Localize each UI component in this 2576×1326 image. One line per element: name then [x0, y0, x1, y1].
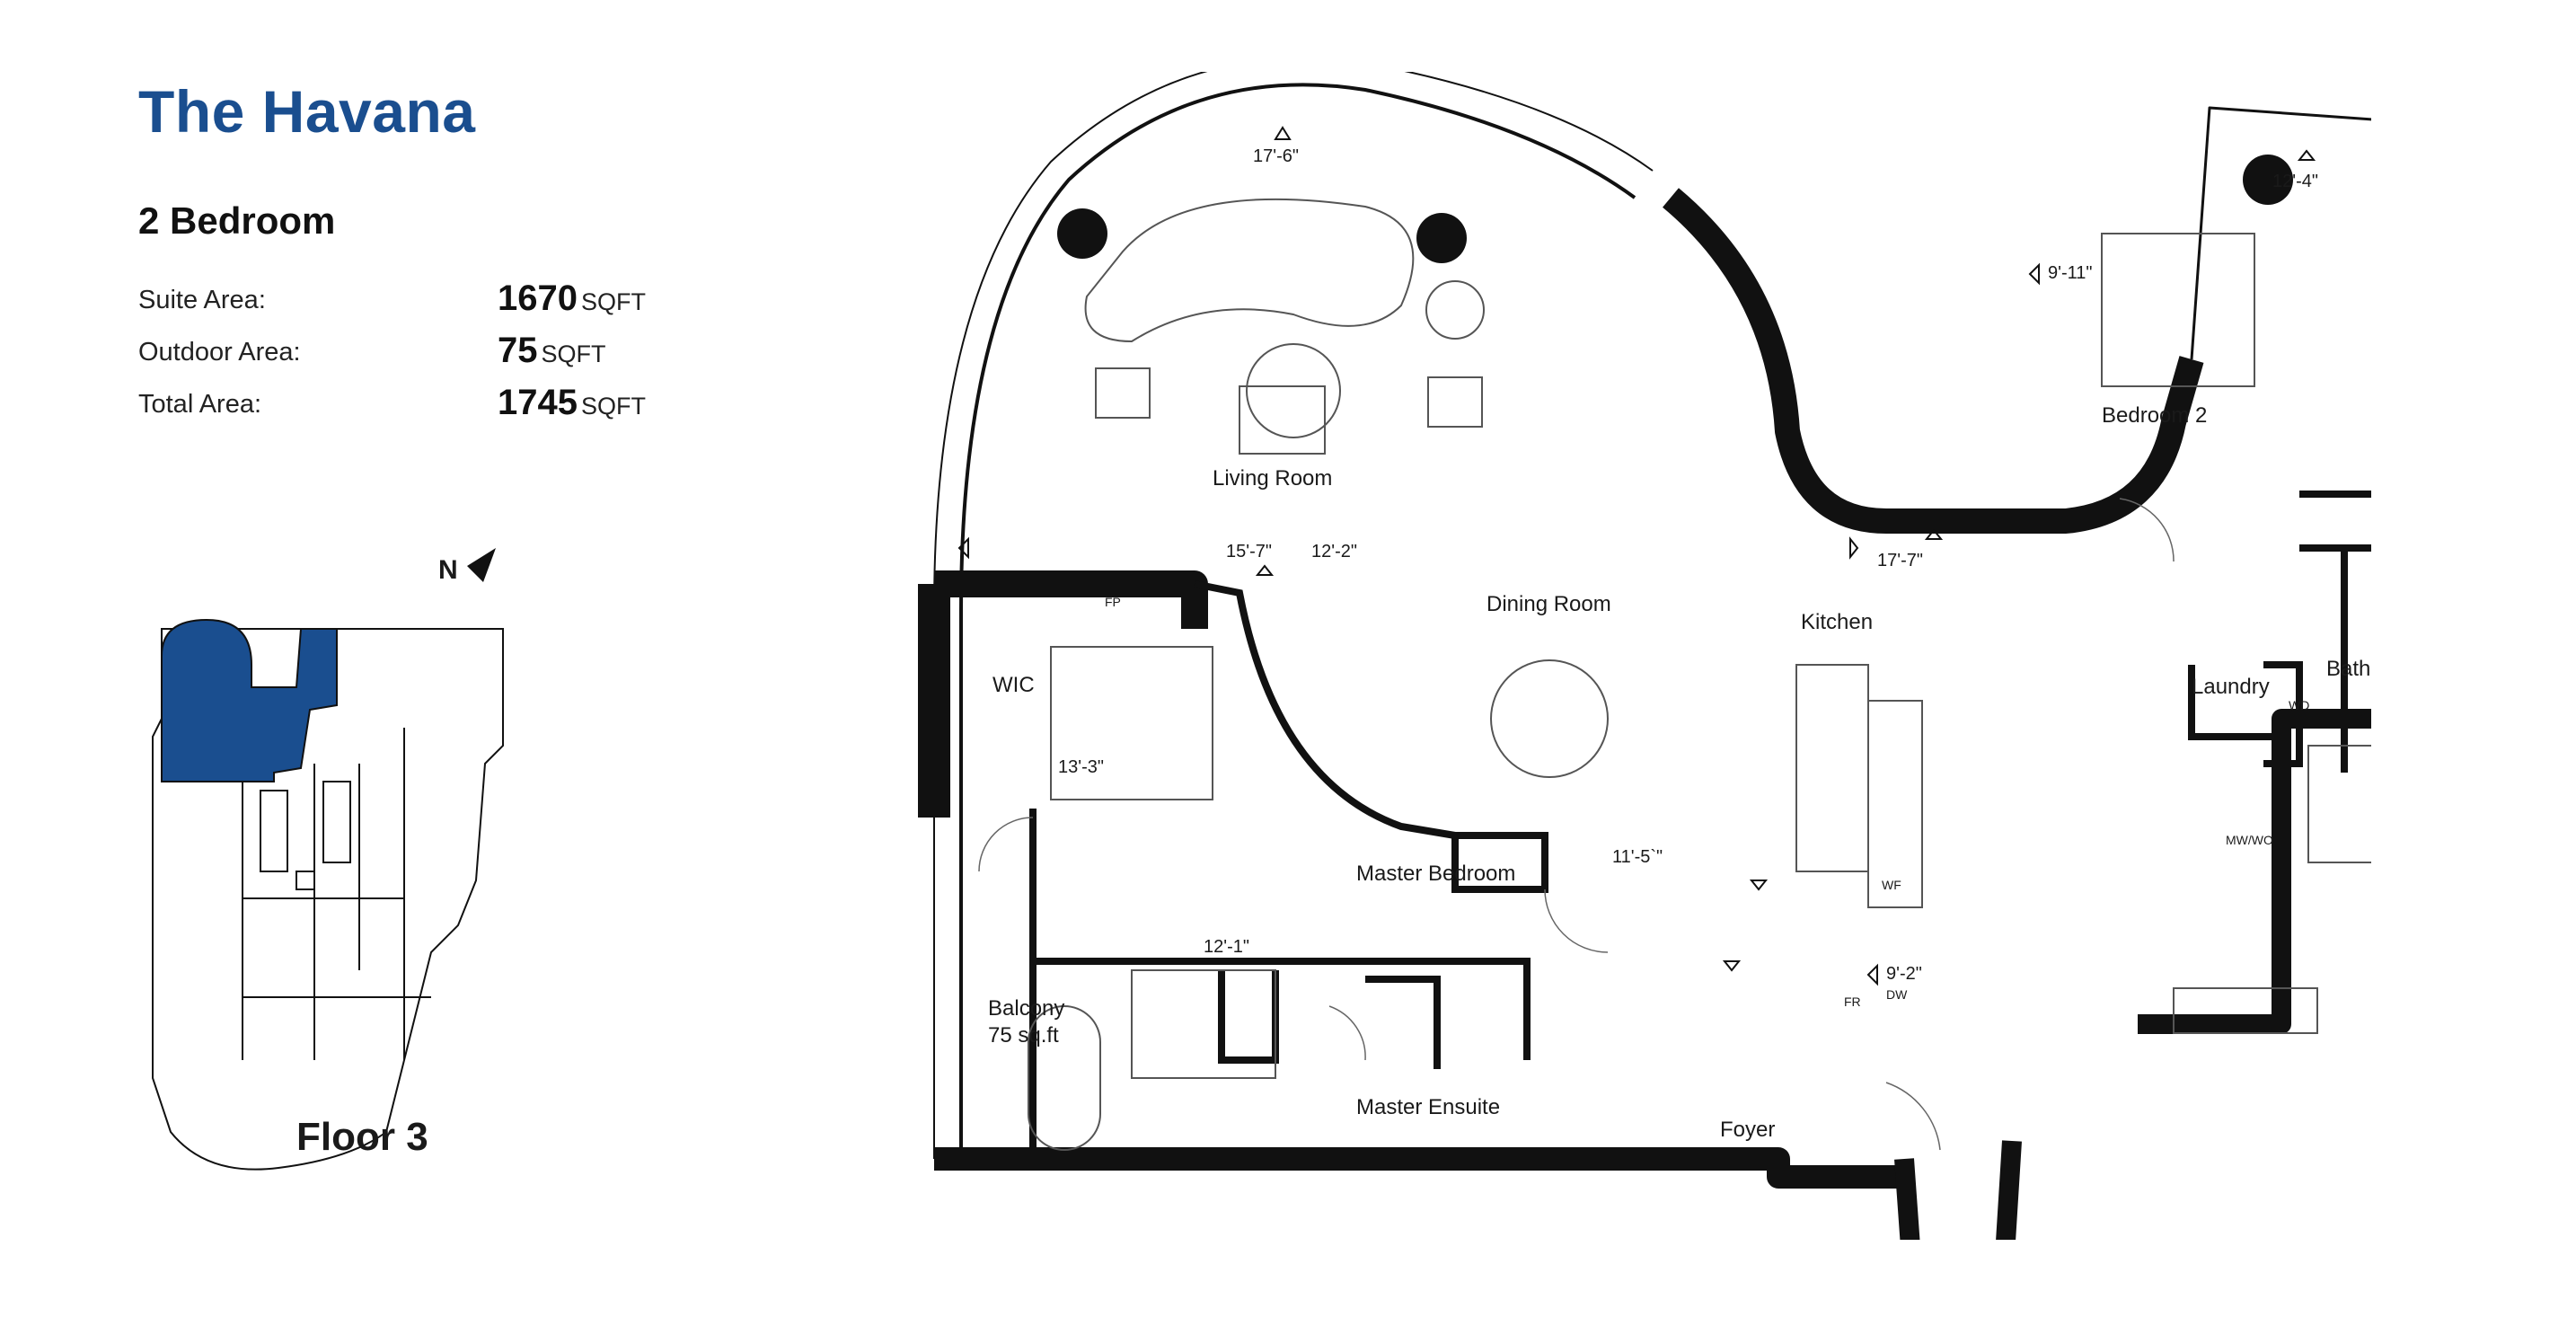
coffee-table-icon — [1239, 385, 1326, 455]
key-plan: N Floor 3 — [152, 548, 504, 1171]
dimension-arrow-icon — [957, 536, 969, 560]
area-number: 1670 — [498, 278, 578, 318]
bed-icon — [1050, 646, 1213, 800]
dim-kitchen-depth: 17'-7" — [1877, 551, 1923, 570]
bed-icon — [2101, 233, 2255, 387]
dimension-arrow-icon — [1274, 126, 1292, 140]
room-label-laundry: Laundry — [2192, 675, 2270, 699]
armchair-icon — [1427, 376, 1483, 428]
room-label-bathroom: Bathroom — [2326, 657, 2371, 681]
building-outline — [152, 628, 504, 1171]
bathtub-icon — [1028, 1005, 1101, 1151]
armchair-icon — [1095, 367, 1151, 419]
interior-walls — [1029, 491, 2371, 1159]
dim-bedroom2-depth: 9'-11" — [2048, 263, 2092, 283]
dim-ensuite-width: 12'-1" — [1204, 937, 1249, 957]
column-icon — [1057, 208, 1107, 259]
shower-icon — [2307, 745, 2371, 863]
dimension-arrow-icon — [1866, 963, 1878, 986]
area-number: 75 — [498, 331, 538, 370]
fixture-labels: FP WD MW/WO FR DW WF — [1105, 595, 2309, 1009]
fixture-wd: WD — [2289, 698, 2309, 712]
door-swings — [978, 498, 2175, 1151]
dimension-arrow-icon — [1849, 536, 1859, 560]
kitchen-sink-counter-icon — [2173, 987, 2318, 1034]
shower-icon — [1131, 969, 1276, 1079]
area-unit: SQFT — [541, 340, 606, 367]
floor-label: Floor 3 — [296, 1115, 428, 1159]
dim-bedroom2-width: 12'-4" — [2272, 172, 2318, 191]
dimension-markers — [957, 126, 2316, 986]
column-icon — [2243, 155, 2293, 205]
highlighted-unit — [161, 618, 338, 782]
dimension-arrow-icon — [1255, 564, 1275, 576]
north-indicator: N — [438, 548, 496, 585]
fixture-fp: FP — [1105, 595, 1121, 609]
fixture-wf: WF — [1882, 878, 1901, 892]
balcony-area-label: 75 sq.ft — [988, 1023, 1059, 1048]
column-icon — [1416, 213, 1467, 263]
dim-master-width: 13'-3" — [1058, 757, 1104, 777]
kitchen-counter-icon — [1867, 700, 1923, 908]
floor-plan: Living Room Dining Room Kitchen Bedroom … — [918, 72, 2371, 1240]
dim-master-depth: 11'-5`" — [1612, 847, 1663, 867]
dimension-arrow-icon — [2028, 262, 2040, 286]
dimension-arrow-icon — [1722, 960, 1742, 972]
fixture-mwwo: MW/WO — [2226, 833, 2273, 847]
area-label: Outdoor Area: — [138, 338, 301, 367]
columns — [1057, 155, 2293, 263]
room-label-master-bedroom: Master Bedroom — [1356, 862, 1515, 886]
dimension-arrow-icon — [2297, 149, 2316, 161]
fixture-dw: DW — [1886, 987, 1908, 1002]
round-rug-icon — [1246, 343, 1341, 438]
dimension-arrow-icon — [1924, 528, 1944, 540]
room-label-balcony: Balcony — [988, 996, 1064, 1021]
room-labels: Living Room Dining Room Kitchen Bedroom … — [988, 403, 2371, 1142]
room-label-living: Living Room — [1213, 466, 1332, 491]
area-unit: SQFT — [580, 288, 646, 315]
area-unit: SQFT — [580, 393, 646, 420]
furniture — [1028, 198, 2371, 1151]
plan-title: The Havana — [138, 78, 476, 145]
dim-dining-width: 12'-2" — [1311, 542, 1357, 561]
unit-type: 2 Bedroom — [138, 199, 336, 242]
dim-living-depth: 15'-7" — [1226, 542, 1272, 561]
room-label-bedroom2: Bedroom 2 — [2102, 403, 2207, 428]
area-number: 1745 — [498, 383, 578, 422]
room-label-master-ensuite: Master Ensuite — [1356, 1095, 1500, 1119]
room-label-wic: WIC — [992, 673, 1035, 697]
dim-kitchen-width: 9'-2" — [1886, 964, 1922, 984]
dining-table-icon — [1490, 659, 1609, 778]
north-label: N — [438, 555, 458, 585]
room-label-foyer: Foyer — [1720, 1118, 1775, 1142]
north-arrow-icon — [467, 548, 496, 582]
room-label-kitchen: Kitchen — [1801, 610, 1873, 634]
room-label-dining: Dining Room — [1486, 592, 1611, 616]
fixture-fr: FR — [1844, 994, 1861, 1009]
kitchen-island-icon — [1795, 664, 1869, 872]
dimension-labels: 17'-6" 15'-7" 12'-2" 17'-7" 9'-2" 12'-4"… — [1058, 146, 2318, 984]
sofa-icon — [1084, 198, 1415, 343]
dimension-arrow-icon — [1749, 880, 1769, 891]
side-table-icon — [1425, 280, 1485, 340]
area-label: Suite Area: — [138, 286, 266, 314]
area-label: Total Area: — [138, 390, 262, 419]
dim-living-width: 17'-6" — [1253, 146, 1299, 166]
exterior-walls — [918, 72, 2371, 1240]
